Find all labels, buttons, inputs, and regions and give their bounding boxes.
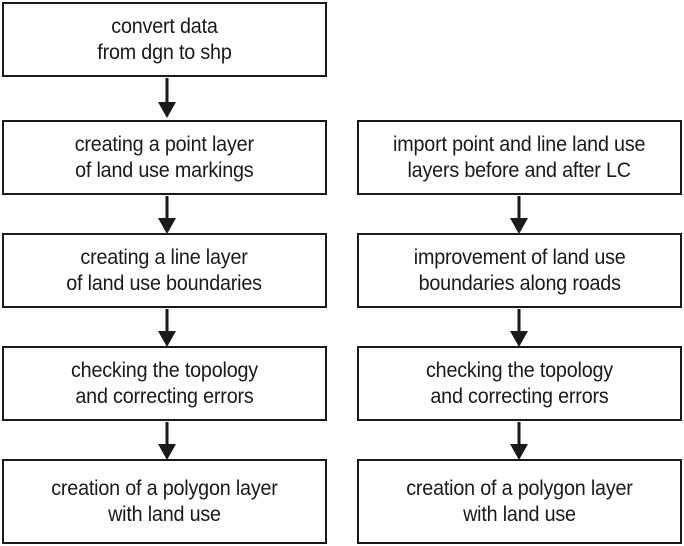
arrow-left-3-to-4 — [156, 309, 178, 347]
process-box-polygon-layer-right[interactable]: creation of a polygon layer with land us… — [357, 459, 682, 544]
arrow-right-1-to-2 — [508, 196, 530, 234]
process-box-label: creating a point layer of land use marki… — [74, 132, 255, 182]
process-box-line-layer[interactable]: creating a line layer of land use bounda… — [2, 233, 327, 308]
process-box-point-layer[interactable]: creating a point layer of land use marki… — [2, 120, 327, 195]
process-box-label: checking the topology and correcting err… — [70, 358, 259, 408]
process-box-topology-check-left[interactable]: checking the topology and correcting err… — [2, 346, 327, 421]
process-box-polygon-layer-left[interactable]: creation of a polygon layer with land us… — [2, 459, 327, 544]
arrow-right-2-to-3 — [508, 309, 530, 347]
process-box-label: convert data from dgn to shp — [97, 14, 232, 64]
process-box-label: creation of a polygon layer with land us… — [406, 476, 633, 526]
process-box-topology-check-right[interactable]: checking the topology and correcting err… — [357, 346, 682, 421]
process-box-improvement-boundaries[interactable]: improvement of land use boundaries along… — [357, 233, 682, 308]
arrow-left-2-to-3 — [156, 196, 178, 234]
process-box-convert-data[interactable]: convert data from dgn to shp — [2, 2, 327, 77]
arrow-right-3-to-4 — [508, 422, 530, 460]
arrow-left-4-to-5 — [156, 422, 178, 460]
process-box-import-layers[interactable]: import point and line land use layers be… — [357, 120, 682, 195]
process-box-label: creating a line layer of land use bounda… — [66, 245, 263, 295]
process-box-label: creation of a polygon layer with land us… — [51, 476, 278, 526]
process-box-label: improvement of land use boundaries along… — [413, 245, 626, 295]
process-box-label: import point and line land use layers be… — [393, 132, 646, 182]
arrow-left-1-to-2 — [156, 78, 178, 118]
process-box-label: checking the topology and correcting err… — [425, 358, 614, 408]
